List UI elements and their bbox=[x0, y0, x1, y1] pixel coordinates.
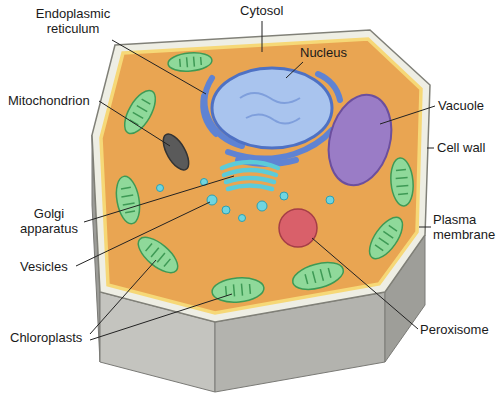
leader-line bbox=[419, 227, 431, 228]
chloroplast bbox=[363, 212, 409, 264]
peroxisome bbox=[279, 209, 317, 247]
cell-wall bbox=[92, 30, 430, 322]
mitochondrion bbox=[158, 130, 194, 174]
leader-line bbox=[427, 148, 434, 149]
chloroplast bbox=[290, 258, 346, 295]
vacuole bbox=[319, 88, 401, 192]
golgi-apparatus bbox=[222, 162, 278, 189]
chloroplast bbox=[167, 51, 212, 73]
leader-line bbox=[90, 294, 232, 340]
leader-line bbox=[84, 176, 234, 222]
leader-line bbox=[312, 238, 418, 329]
leader-line bbox=[90, 260, 156, 334]
part-label: Cell wall bbox=[437, 140, 485, 155]
part-label: Endoplasmic reticulum bbox=[32, 6, 114, 36]
chloroplast bbox=[118, 86, 161, 139]
chloroplast bbox=[211, 276, 265, 304]
leader-line bbox=[262, 21, 263, 52]
leader-line bbox=[380, 106, 435, 124]
nucleus bbox=[212, 68, 332, 148]
part-label: Vacuole bbox=[438, 98, 484, 113]
leader-line bbox=[99, 101, 170, 146]
cytosol bbox=[101, 39, 421, 313]
part-label: Mitochondrion bbox=[8, 93, 90, 108]
chloroplast bbox=[113, 174, 143, 225]
part-label: Cytosol bbox=[240, 3, 283, 18]
part-label: Chloroplasts bbox=[10, 330, 82, 345]
leader-line bbox=[286, 62, 303, 78]
part-label: Golgi apparatus bbox=[16, 206, 82, 236]
leader-line bbox=[112, 40, 206, 94]
part-label: Plasma membrane bbox=[433, 212, 497, 242]
nucleus-texture bbox=[240, 93, 300, 124]
leader-lines bbox=[76, 21, 435, 340]
leader-line bbox=[76, 202, 210, 266]
chloroplast bbox=[133, 231, 184, 279]
part-label: Nucleus bbox=[300, 45, 347, 60]
part-label: Vesicles bbox=[20, 259, 68, 274]
chloroplast bbox=[389, 157, 415, 207]
part-label: Peroxisome bbox=[420, 322, 489, 337]
